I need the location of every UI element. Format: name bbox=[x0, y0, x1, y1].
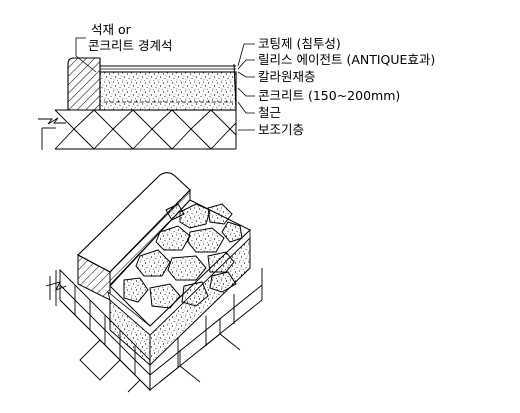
subbase-band bbox=[54, 109, 237, 150]
isometric-view bbox=[45, 172, 263, 393]
label-stone-curb-1: 석재 or bbox=[91, 22, 132, 37]
concrete-slab bbox=[99, 71, 237, 111]
break-line-symbol bbox=[38, 117, 66, 150]
leaders-right bbox=[237, 43, 255, 131]
curb-block bbox=[67, 57, 101, 111]
label-release-agent: 릴리스 에이전트 (ANTIQUE효과) bbox=[258, 52, 435, 67]
label-concrete: 콘크리트 (150~200mm) bbox=[258, 88, 400, 103]
iso-stone-surface bbox=[109, 199, 251, 327]
section-view: 석재 or 콘크리트 경계석 코팅제 (침투성) 릴리스 에이전트 (ANTIQ… bbox=[38, 22, 435, 150]
label-coating: 코팅제 (침투성) bbox=[258, 36, 341, 51]
label-color-hardener: 칼라원재층 bbox=[258, 69, 316, 84]
leader-curb-2 bbox=[75, 55, 97, 73]
iso-subbase bbox=[59, 268, 263, 393]
coating-layers bbox=[100, 65, 236, 73]
leader-curb bbox=[75, 37, 86, 56]
iso-break-line bbox=[45, 270, 67, 306]
label-subbase: 보조기층 bbox=[258, 122, 304, 137]
label-rebar: 철근 bbox=[258, 105, 281, 120]
label-stone-curb-2: 콘크리트 경계석 bbox=[88, 38, 172, 53]
